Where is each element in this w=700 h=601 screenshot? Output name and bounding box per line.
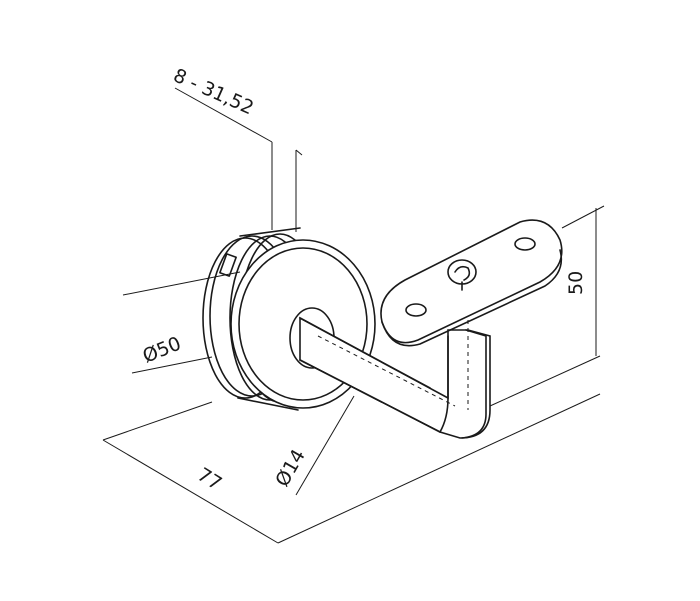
screw-hole-icon — [514, 237, 536, 251]
thickness-dimension: 8 - 31,52 — [170, 64, 303, 232]
height-label: 50 — [565, 271, 587, 295]
handrail-arm — [289, 307, 491, 439]
screw-hole-icon — [405, 303, 427, 317]
tube-diameter-label: Ø14 — [271, 446, 310, 491]
saddle-plate — [380, 219, 563, 347]
length-label: 77 — [193, 464, 225, 495]
tube-diameter-dimension: Ø14 — [271, 395, 355, 496]
disc-diameter-label: Ø50 — [140, 333, 185, 368]
center-fitting-icon — [447, 259, 477, 285]
height-dimension: 50 — [561, 205, 605, 356]
